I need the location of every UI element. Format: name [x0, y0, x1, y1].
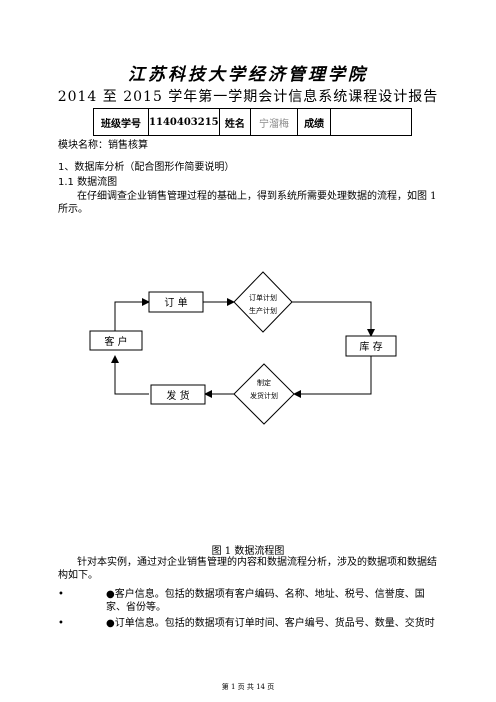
arrow-delivery-to-customer [111, 355, 149, 395]
module-name: 模块名称：销售核算 [58, 140, 148, 151]
order-label: 订 单 [164, 297, 187, 309]
student-id-label: 班级学号 [92, 108, 150, 136]
order-box: 订 单 [148, 291, 204, 313]
data-flow-diagram: 订 单 客 户 库 存 发 货 订单计划 生产计划 制定 发货计划 [89, 271, 397, 425]
name-value: 宁溜梅 [250, 108, 298, 136]
decision2-line1: 制定 [257, 378, 271, 387]
order-plan-decision: 订单计划 生产计划 [233, 271, 293, 333]
info-table-row: 班级学号 1140403215 姓名 宁溜梅 成绩 [92, 108, 412, 136]
name-label: 姓名 [218, 108, 252, 136]
customer-label: 客 户 [104, 335, 127, 348]
decision1-line2: 生产计划 [249, 306, 277, 315]
student-id-value: 1140403215 [148, 108, 220, 136]
list-item: • ●订单信息。包括的数据项有订单时间、客户编号、货品号、数量、交货时 [58, 617, 442, 630]
bullet-marker: • [58, 618, 64, 629]
inventory-label: 库 存 [359, 340, 382, 353]
list-item: • ●客户信息。包括的数据项有客户编码、名称、地址、税号、信誉度、国家、省份等。 [58, 588, 442, 614]
delivery-label: 发 货 [166, 389, 189, 402]
delivery-box: 发 货 [150, 384, 206, 405]
inventory-box: 库 存 [345, 335, 397, 357]
arrow-inventory-to-ship-plan [293, 356, 372, 398]
report-title: 2014 至 2015 学年第一学期会计信息系统课程设计报告 [57, 89, 439, 105]
intro-paragraph: 在仔细调查企业销售管理过程的基础上，得到系统所需要处理数据的流程，如图 1 所示… [58, 191, 437, 215]
analysis-paragraph: 针对本实例，通过对企业销售管理的内容和数据流程分析，涉及的数据项和数据结构如下。 [58, 557, 437, 581]
grade-value [330, 108, 412, 136]
subsection-heading: 1.1 数据流图 [58, 177, 118, 188]
arrow-customer-to-order [114, 298, 150, 331]
bullet-marker: • [58, 589, 64, 600]
school-title: 江苏科技大学经济管理学院 [128, 65, 368, 85]
list-item-text: ●订单信息。包括的数据项有订单时间、客户编号、货品号、数量、交货时 [106, 618, 435, 629]
info-table: 班级学号 1140403215 姓名 宁溜梅 成绩 [92, 108, 412, 136]
page-footer: 第 1 页 共 14 页 [221, 683, 275, 691]
shipping-plan-decision: 制定 发货计划 [233, 363, 295, 425]
decision1-line1: 订单计划 [249, 293, 277, 302]
section-heading: 1、数据库分析（配合图形作简要说明） [58, 162, 235, 173]
grade-label: 成绩 [296, 108, 332, 136]
figure-caption: 图 1 数据流程图 [211, 546, 285, 557]
customer-box: 客 户 [89, 330, 143, 351]
list-item-text: ●客户信息。包括的数据项有客户编码、名称、地址、税号、信誉度、国家、省份等。 [106, 589, 425, 613]
arrow-plan-to-inventory [292, 301, 375, 337]
decision2-line2: 发货计划 [250, 391, 278, 400]
